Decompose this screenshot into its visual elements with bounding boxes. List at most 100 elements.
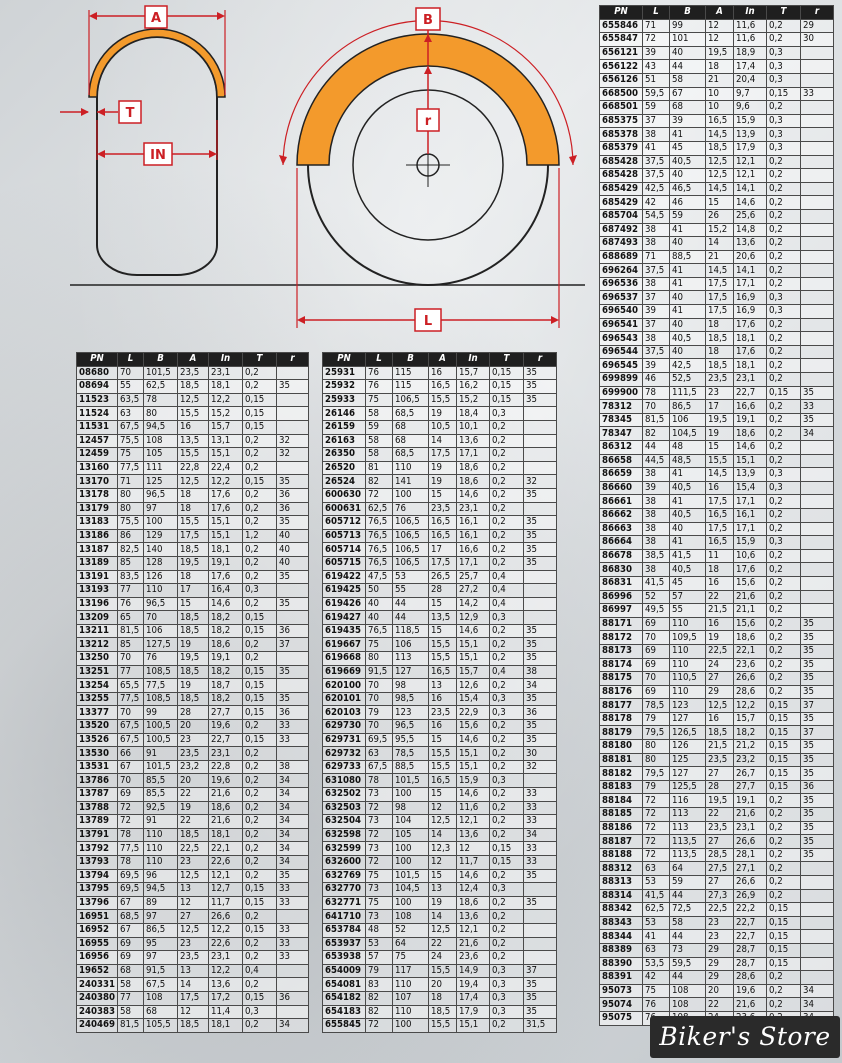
value-cell: 35 (800, 820, 834, 836)
value-cell: 57 (365, 950, 393, 965)
value-cell: 35 (800, 834, 834, 849)
value-cell: 15,1 (456, 651, 490, 666)
value-cell: 73 (365, 909, 393, 924)
value-cell: 14,6 (456, 487, 490, 503)
value-cell: 38 (523, 664, 557, 680)
value-cell: 18,5 (177, 827, 209, 843)
value-cell: 10 (705, 100, 734, 115)
value-cell: 15,1 (456, 759, 490, 775)
value-cell: 96,5 (143, 487, 178, 503)
value-cell: 70 (117, 773, 144, 788)
value-cell: 0,2 (766, 168, 801, 183)
value-cell: 18,5 (177, 691, 209, 707)
value-cell: 108,5 (143, 664, 178, 680)
part-number-cell: 13526 (76, 732, 118, 748)
value-cell: 67 (117, 759, 144, 775)
value-cell: 69,5 (117, 868, 144, 884)
part-number-cell: 95075 (599, 1010, 643, 1026)
value-cell: 0,15 (242, 392, 277, 408)
value-cell: 69 (117, 787, 144, 802)
value-cell: 97 (143, 501, 178, 517)
value-cell: 0,2 (242, 827, 277, 843)
value-cell: 58 (365, 433, 393, 449)
value-cell: 19,5 (705, 793, 734, 809)
part-number-cell: 13792 (76, 841, 118, 856)
column-header-a: A (177, 352, 209, 367)
value-cell: 100 (392, 487, 429, 503)
value-cell: 98 (392, 800, 429, 816)
value-cell: 15,7 (456, 365, 490, 381)
value-cell: 36 (276, 990, 309, 1006)
part-number-cell: 619422 (322, 569, 366, 585)
value-cell: 14,1 (733, 263, 767, 278)
value-cell: 23,5 (705, 752, 734, 768)
value-cell: 41,5 (642, 888, 670, 904)
brand-watermark: Biker's Store (650, 1016, 840, 1058)
value-cell: 0,2 (766, 847, 801, 863)
value-cell: 44 (642, 440, 670, 455)
value-cell: 18,6 (456, 460, 490, 476)
value-cell: 0,2 (766, 888, 801, 904)
value-cell: 12 (428, 854, 457, 870)
column-header-l: L (117, 352, 144, 367)
part-number-cell: 25933 (322, 392, 366, 408)
value-cell: 17,6 (733, 317, 767, 333)
value-cell: 43 (642, 59, 670, 74)
value-cell (523, 950, 557, 965)
part-number-cell: 88186 (599, 820, 643, 836)
value-cell: 125 (143, 474, 178, 489)
value-cell: 0,2 (766, 875, 801, 890)
value-cell: 38 (642, 521, 670, 537)
value-cell: 71 (117, 474, 144, 489)
value-cell: 12,5 (177, 474, 209, 489)
part-number-cell: 88178 (599, 711, 643, 727)
value-cell: 18 (705, 344, 734, 360)
value-cell: 20 (177, 719, 209, 734)
value-cell: 29 (705, 942, 734, 958)
value-cell: 0,3 (489, 773, 524, 788)
value-cell: 110 (143, 841, 178, 856)
value-cell: 110 (392, 977, 429, 992)
value-cell (800, 956, 834, 972)
part-number-cell: 11524 (76, 406, 118, 421)
part-number-cell: 13254 (76, 678, 118, 693)
part-number-cell: 668501 (599, 100, 643, 115)
value-cell: 17,1 (456, 447, 490, 462)
value-cell: 26,7 (733, 766, 767, 781)
value-cell: 0,15 (766, 86, 801, 102)
part-number-cell: 88183 (599, 779, 643, 795)
value-cell: 0,3 (489, 990, 524, 1006)
value-cell: 76 (392, 501, 429, 517)
column-header-l: L (642, 5, 670, 20)
part-number-cell: 88175 (599, 671, 643, 686)
value-cell (800, 358, 834, 374)
value-cell: 38 (276, 759, 309, 775)
value-cell: 19 (428, 406, 457, 421)
value-cell: 0,2 (766, 412, 801, 428)
value-cell: 89 (143, 895, 178, 911)
part-number-cell: 619426 (322, 596, 366, 612)
value-cell: 41 (642, 929, 670, 944)
part-number-cell: 13793 (76, 854, 118, 870)
value-cell (523, 773, 557, 788)
part-number-cell: 16955 (76, 936, 118, 952)
value-cell: 35 (276, 596, 309, 612)
column-header-t: T (766, 5, 801, 20)
value-cell: 104,5 (669, 426, 706, 441)
column-header-in: In (456, 352, 490, 367)
